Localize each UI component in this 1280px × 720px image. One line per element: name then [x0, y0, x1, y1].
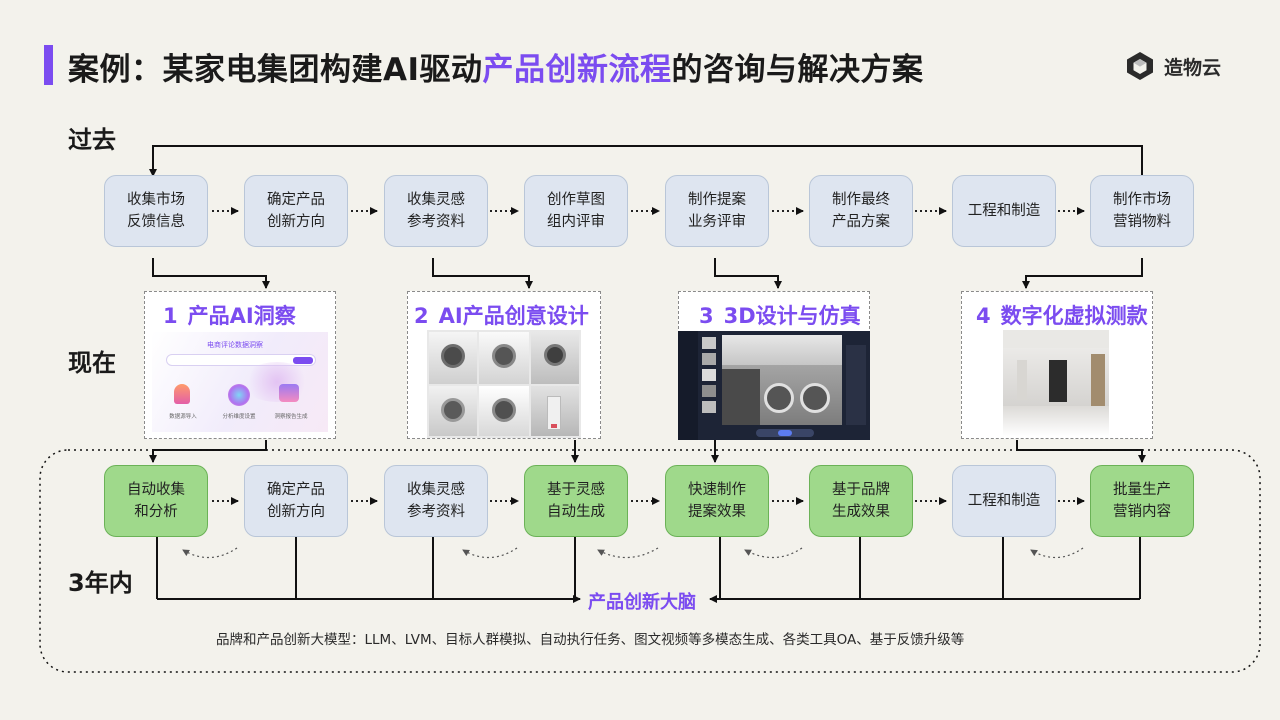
future-container: [39, 449, 1261, 673]
label-past: 过去: [68, 126, 116, 154]
insight-label-1: 数据源导入: [169, 414, 197, 420]
washer-renders-image: [427, 330, 581, 438]
future-step-6: 基于品牌生成效果: [809, 465, 913, 537]
title-part2: 的咨询与解决方案: [671, 52, 924, 88]
future-step-1: 自动收集和分析: [104, 465, 208, 537]
past-feedback-loop: [149, 145, 1143, 177]
insight-label-3: 洞察报告生成: [274, 414, 308, 420]
insight-heading: 电商评论数据洞察: [207, 341, 263, 349]
page-title: 案例：某家电集团构建AI驱动产品创新流程的咨询与解决方案: [68, 44, 924, 89]
title-part1: 案例：某家电集团构建AI驱动: [68, 52, 483, 88]
future-step-7: 工程和制造: [952, 465, 1056, 537]
label-now: 现在: [68, 349, 116, 377]
title-accent-bar: [44, 45, 53, 85]
brand-logo: 造物云: [1124, 50, 1221, 82]
insight-label-2: 分析维度设置: [222, 414, 256, 420]
past-step-5: 制作提案业务评审: [665, 175, 769, 247]
past-step-8: 制作市场营销物料: [1090, 175, 1194, 247]
innovation-brain-label: 产品创新大脑: [586, 588, 698, 614]
logo-text: 造物云: [1164, 56, 1222, 79]
past-step-1: 收集市场反馈信息: [104, 175, 208, 247]
3d-sim-screenshot: [678, 331, 870, 440]
past-step-2: 确定产品创新方向: [244, 175, 348, 247]
past-step-7: 工程和制造: [952, 175, 1056, 247]
brain-icon: [228, 384, 250, 406]
past-step-4: 创作草图组内评审: [524, 175, 628, 247]
title-highlight: 产品创新流程: [482, 52, 672, 88]
future-step-2: 确定产品创新方向: [244, 465, 348, 537]
rocket-icon: [174, 384, 190, 404]
past-step-3: 收集灵感参考资料: [384, 175, 488, 247]
label-future: 3年内: [68, 569, 133, 597]
future-step-8: 批量生产营销内容: [1090, 465, 1194, 537]
future-step-4: 基于灵感自动生成: [524, 465, 628, 537]
future-step-5: 快速制作提案效果: [665, 465, 769, 537]
report-icon: [279, 384, 299, 402]
past-step-6: 制作最终产品方案: [809, 175, 913, 247]
cube-logo-icon: [1127, 52, 1153, 80]
footnote: 品牌和产品创新大模型：LLM、LVM、目标人群模拟、自动执行任务、图文视频等多模…: [216, 632, 965, 648]
future-step-3: 收集灵感参考资料: [384, 465, 488, 537]
ai-insight-screenshot: 电商评论数据洞察 数据源导入 分析维度设置 洞察报告生成: [152, 332, 328, 432]
virtual-showroom-image: [1003, 330, 1109, 436]
